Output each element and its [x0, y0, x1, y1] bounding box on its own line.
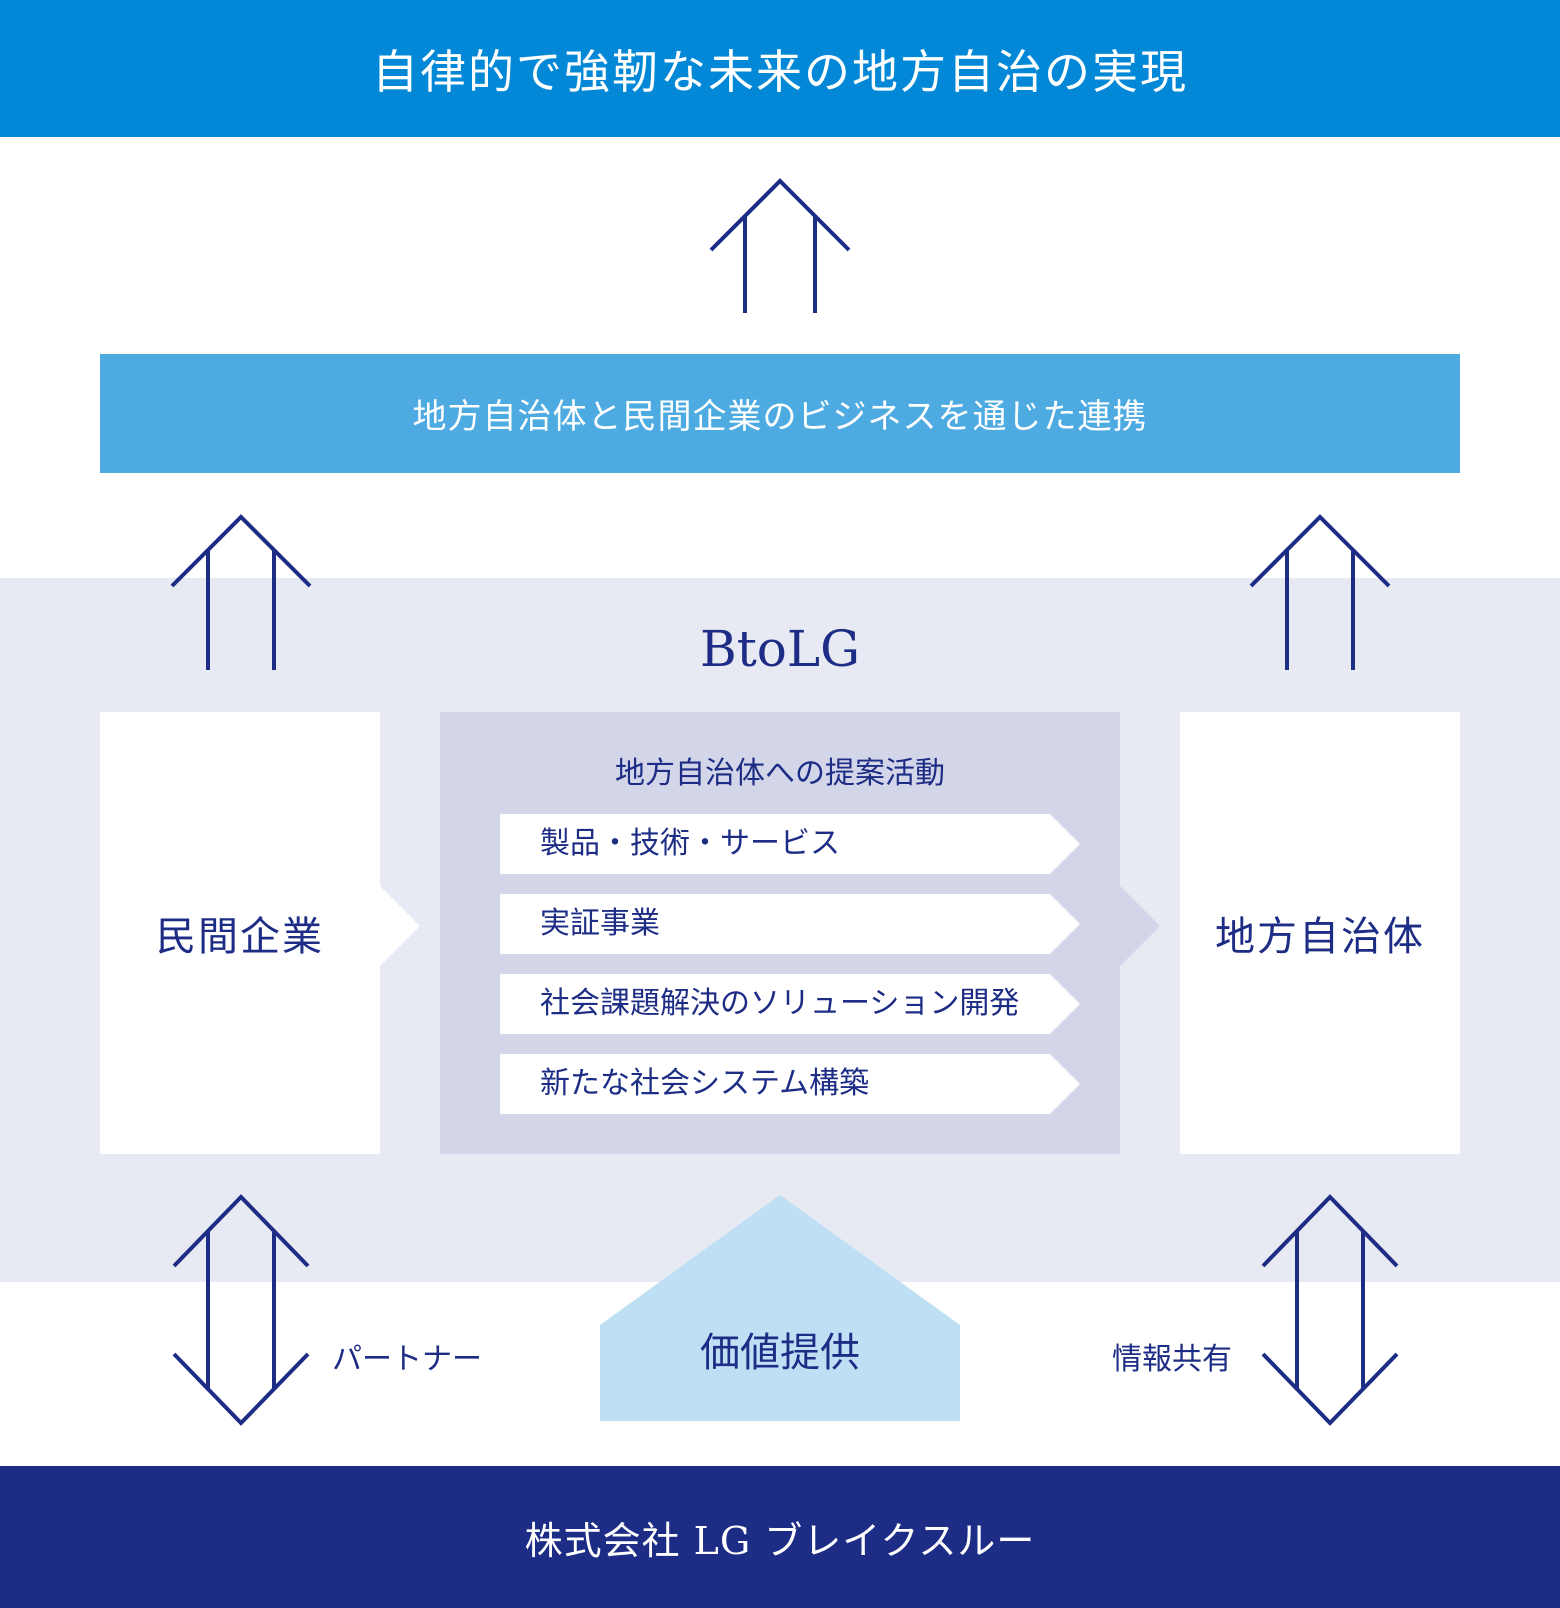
chevron-right-notch-icon — [500, 974, 1080, 1034]
info-share-label: 情報共有 — [1112, 1342, 1232, 1377]
left-updown-arrow-icon — [172, 1194, 310, 1426]
chevron-right-notch-icon — [500, 1054, 1080, 1114]
goal-banner-text: 自律的で強靭な未来の地方自治の実現 — [372, 44, 1188, 99]
private-company-box: 民間企業 — [100, 712, 380, 1154]
proposal-item: 製品・技術・サービス — [500, 814, 1080, 874]
local-government-label: 地方自治体 — [1215, 914, 1425, 960]
company-banner-text: 株式会社 LG ブレイクスルー — [524, 1518, 1036, 1563]
right-up-arrow-icon — [1249, 514, 1391, 670]
goal-banner: 自律的で強靭な未来の地方自治の実現 — [0, 0, 1560, 137]
collaboration-banner: 地方自治体と民間企業のビジネスを通じた連携 — [100, 354, 1460, 473]
proposal-item: 新たな社会システム構築 — [500, 1054, 1080, 1114]
right-updown-arrow-icon — [1261, 1194, 1399, 1426]
proposal-panel-title: 地方自治体への提案活動 — [615, 756, 945, 791]
value-label: 価値提供 — [700, 1330, 860, 1376]
left-up-arrow-icon — [170, 514, 312, 670]
proposal-item: 社会課題解決のソリューション開発 — [500, 974, 1080, 1034]
center-notch-icon — [1120, 886, 1160, 966]
left-notch-icon — [380, 886, 420, 966]
private-company-label: 民間企業 — [156, 914, 324, 960]
collaboration-banner-text: 地方自治体と民間企業のビジネスを通じた連携 — [412, 397, 1148, 437]
company-banner: 株式会社 LG ブレイクスルー — [0, 1466, 1560, 1608]
up-arrow-icon — [709, 178, 851, 313]
chevron-right-notch-icon — [500, 814, 1080, 874]
chevron-right-notch-icon — [500, 894, 1080, 954]
proposal-item-label: 実証事業 — [540, 906, 660, 941]
proposal-item-label: 新たな社会システム構築 — [540, 1066, 870, 1101]
btolg-title: BtoLG — [699, 620, 861, 678]
value-house-shape — [600, 1195, 960, 1421]
proposal-item-label: 製品・技術・サービス — [540, 826, 840, 861]
proposal-item-label: 社会課題解決のソリューション開発 — [540, 986, 1020, 1021]
partner-label: パートナー — [332, 1342, 482, 1377]
local-government-box: 地方自治体 — [1180, 712, 1460, 1154]
proposal-item: 実証事業 — [500, 894, 1080, 954]
